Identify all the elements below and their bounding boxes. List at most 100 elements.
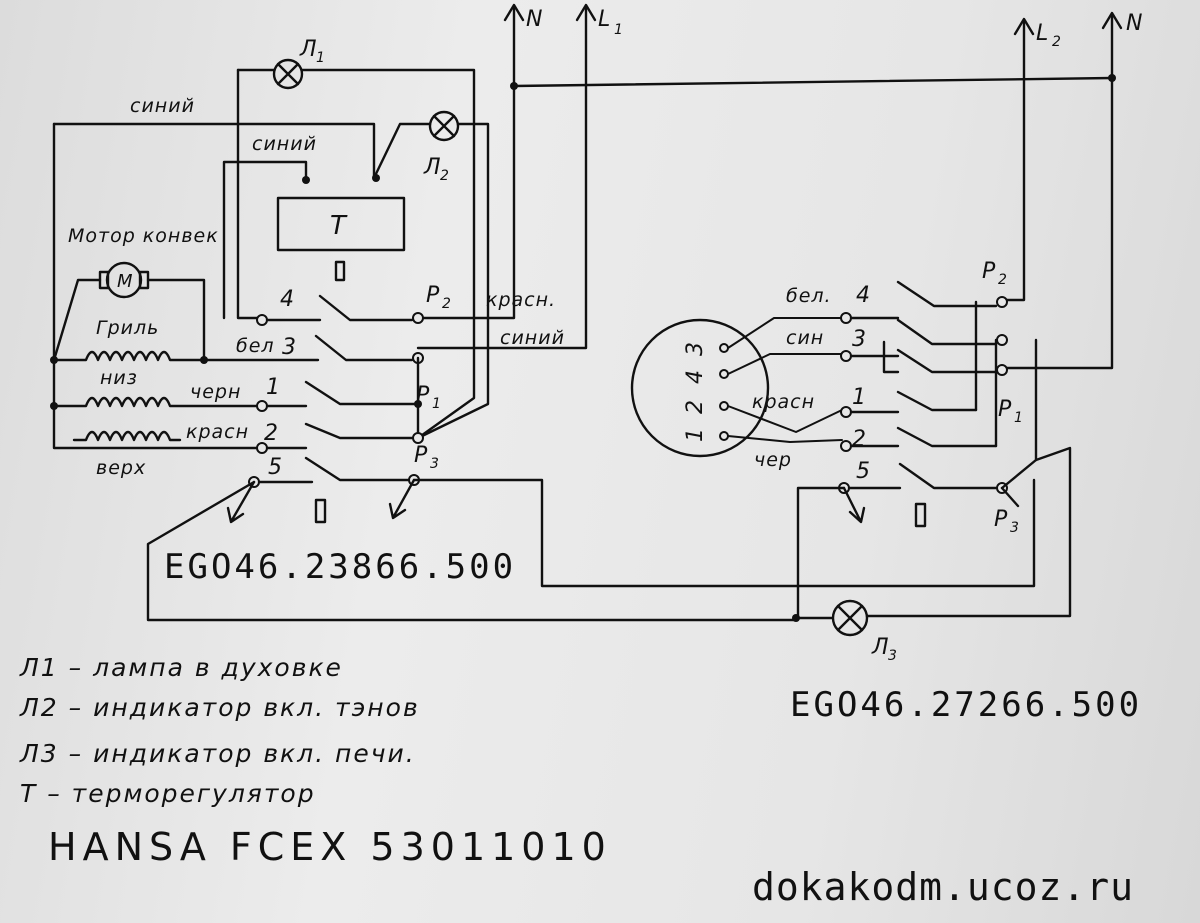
plug-pin: [719, 431, 729, 441]
right-model-number: EGO46.27266.500: [790, 685, 1142, 725]
switch-contact: [257, 456, 412, 484]
motor-symbol: М: [117, 271, 133, 292]
right-p1-label-sub: 1: [1014, 410, 1023, 426]
wire: [865, 446, 1072, 618]
wire: [372, 122, 432, 180]
arrow-icon: [848, 506, 866, 524]
contact-arrow: [842, 486, 862, 522]
heater-bottom-label: низ: [100, 367, 138, 389]
contact-arrow: [1000, 486, 1020, 508]
contact-label-black: черн: [190, 381, 241, 403]
left-model-number: EGO46.23866.500: [164, 547, 516, 587]
contact-terminal: [256, 314, 268, 326]
legend-item: Л3 – индикатор вкл. печи.: [19, 739, 416, 768]
legend-item: Л2 – индикатор вкл. тэнов: [19, 693, 420, 722]
arrow-icon: [388, 502, 407, 520]
switch-contact: [318, 294, 414, 322]
contact-terminal: [996, 334, 1008, 346]
right-p2-label-sub: 2: [998, 272, 1007, 288]
wire: [222, 160, 308, 320]
wire: [52, 122, 262, 450]
contact-label-4: 4: [280, 287, 294, 312]
right-contact-3: 3: [852, 327, 866, 352]
left-switch-block: Л 1 синий Л 2 синий Т Мотор конвек М: [50, 37, 1036, 622]
knob-marker: [914, 502, 927, 528]
wire-label-blue-right: синий: [500, 327, 565, 349]
supply-label-n-left: N: [526, 7, 542, 32]
junction-dot: [414, 400, 422, 408]
contact-label-white: бел: [236, 335, 275, 357]
plug-pin: [719, 401, 729, 411]
lamp-l3-icon: [831, 599, 869, 637]
lamp-cross: [432, 114, 456, 138]
lamp-l2-label: Л: [423, 155, 441, 180]
wire: [796, 486, 846, 620]
connector-plug: [630, 318, 770, 458]
wire: [146, 480, 798, 622]
p1-label-sub: 1: [432, 396, 441, 412]
lamp-l1-label: Л: [299, 37, 317, 62]
wire: [416, 122, 490, 440]
junction-dot: [510, 82, 518, 90]
contact-label-5: 5: [268, 455, 282, 480]
contact-label-1: 1: [266, 375, 280, 400]
knob-marker: [314, 498, 327, 524]
switch-contact: [265, 380, 420, 408]
contact-terminal: [256, 400, 268, 412]
legend-item: Л1 – лампа в духовке: [19, 653, 343, 682]
p2-label-sub: 2: [442, 296, 451, 312]
p2-label: P: [426, 283, 440, 308]
heater-grill-icon: [52, 350, 320, 362]
plug-pin-label: 4: [683, 370, 708, 384]
plug-pin: [719, 343, 729, 353]
heater-bottom-icon: [52, 396, 262, 408]
lamp-cross: [276, 62, 300, 86]
right-label-red: красн: [752, 391, 815, 413]
right-p3-label-sub: 3: [1010, 520, 1019, 536]
right-contact-5: 5: [856, 459, 870, 484]
contact-terminal: [412, 432, 424, 444]
wire-label-blue-inner: синий: [252, 133, 317, 155]
p3-label: P: [414, 443, 428, 468]
wire: [727, 317, 843, 349]
arrow-icon: [1013, 17, 1035, 36]
arrow-icon: [503, 3, 525, 22]
plug-pin-label: 2: [683, 400, 708, 414]
switch-contact: [849, 390, 978, 414]
plug-pin-label: 3: [683, 342, 708, 356]
website: dokakodm.ucoz.ru: [752, 865, 1134, 909]
supply-label-n-right: N: [1126, 11, 1142, 36]
junction-dot: [372, 174, 380, 182]
wire-label-blue-top: синий: [130, 95, 195, 117]
supply-label-l2-sub: 2: [1052, 34, 1061, 50]
knob-marker: [334, 260, 346, 282]
wire-blue-top: [52, 122, 376, 180]
lamp-l2-label-sub: 2: [440, 168, 449, 184]
right-contact-2: 2: [852, 427, 866, 452]
right-l2-line: [1000, 20, 1026, 302]
switch-contact: [882, 340, 998, 374]
thermostat-label: Т: [330, 211, 348, 241]
wire: [727, 405, 843, 433]
motor-label: Мотор конвек: [68, 225, 219, 247]
right-contact-4: 4: [856, 283, 870, 308]
junction-dot: [302, 176, 310, 184]
contact-label-red: красн: [186, 421, 249, 443]
wire: [146, 278, 206, 362]
contact-terminal: [996, 364, 1008, 376]
switch-contact: [849, 280, 998, 320]
neutral-bridge-wire: [512, 76, 1114, 88]
contact-arrow: [230, 480, 256, 522]
left-n-line: [416, 6, 516, 320]
wire-label-red-right: красн.: [486, 289, 556, 311]
contact-arrow: [392, 478, 416, 518]
legend: Л1 – лампа в духовке Л2 – индикатор вкл.…: [19, 653, 420, 808]
right-n-line: [1000, 12, 1114, 370]
contact-label-3: 3: [282, 335, 296, 360]
thermostat-box: [276, 196, 406, 252]
right-label-blue: син: [786, 327, 824, 349]
right-p3-label: P: [994, 507, 1008, 532]
lamp-l2-icon: [428, 110, 460, 142]
